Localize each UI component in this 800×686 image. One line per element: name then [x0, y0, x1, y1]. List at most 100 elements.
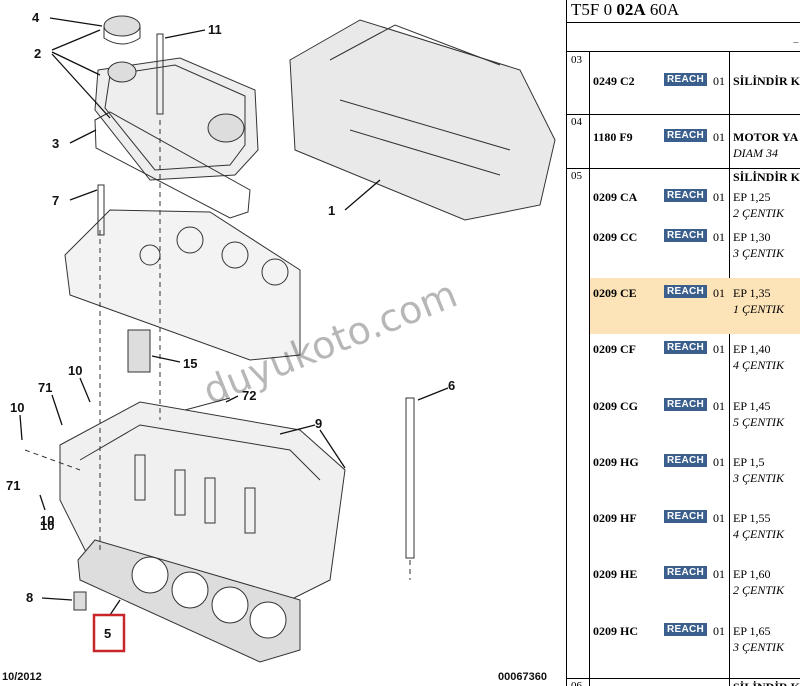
- part-row[interactable]: 0209 HF REACH 01 EP 1,55 4 ÇENTIK: [590, 509, 800, 549]
- part-description: EP 1,60: [733, 567, 771, 581]
- part-code: 0209 HE: [593, 567, 638, 581]
- part-description: MOTOR YA: [733, 130, 799, 144]
- reference-prefix: T5F 0: [571, 0, 613, 19]
- reach-badge: REACH: [664, 229, 708, 242]
- callout-4: 4: [32, 10, 40, 25]
- part-quantity: 01: [713, 455, 725, 469]
- callout-11: 11: [208, 22, 222, 37]
- part-notches: DIAM 34: [733, 146, 778, 160]
- reach-badge: REACH: [664, 510, 708, 523]
- group-number: 06: [571, 680, 582, 686]
- reach-badge: REACH: [664, 73, 708, 86]
- callout-8: 8: [26, 590, 33, 605]
- reference-bold: 02A: [616, 0, 646, 19]
- column-divider: [729, 52, 730, 114]
- part-quantity: 01: [713, 190, 725, 204]
- callout-10-c: 10: [40, 513, 54, 528]
- part-notches: 4 ÇENTIK: [733, 527, 785, 541]
- part-description: SİLİNDİR K: [733, 74, 800, 88]
- part-quantity: 01: [713, 511, 725, 525]
- reach-badge: REACH: [664, 398, 708, 411]
- reach-badge: REACH: [664, 189, 708, 202]
- part-description: EP 1,30: [733, 230, 771, 244]
- part-quantity: 01: [713, 399, 725, 413]
- column-divider: [729, 114, 730, 168]
- part-description: EP 1,65: [733, 624, 771, 638]
- reach-badge: REACH: [664, 285, 708, 298]
- part-notches: 2 ÇENTIK: [733, 583, 785, 597]
- part-row[interactable]: 0209 CF REACH 01 EP 1,40 4 ÇENTIK: [590, 340, 800, 380]
- reference-header: T5F 0 02A 60A: [567, 0, 800, 23]
- callout-6: 6: [448, 378, 455, 393]
- callout-9: 9: [315, 416, 322, 431]
- part-row[interactable]: 0209 CE REACH 01 EP 1,35 1 ÇENTIK: [590, 278, 800, 334]
- reach-badge: REACH: [664, 566, 708, 579]
- part-notches: 3 ÇENTIK: [733, 640, 785, 654]
- part-quantity: 01: [713, 230, 725, 244]
- reach-badge: REACH: [664, 454, 708, 467]
- part-code: 0249 C2: [593, 74, 635, 88]
- column-divider: [729, 678, 730, 686]
- part-row[interactable]: SİLİNDİR K: [590, 678, 800, 686]
- exploded-engine-diagram: 4 2 11 3 7 1 15 10 71 72 6 10 9 10 71 10…: [2, 10, 556, 683]
- part-code: 0209 HF: [593, 511, 637, 525]
- group-number: 03: [571, 54, 582, 66]
- parts-group-03: 03 0249 C2 REACH 01 SİLİNDİR K: [567, 52, 800, 115]
- part-description: SİLİNDİR K: [733, 680, 800, 686]
- callout-72: 72: [242, 388, 256, 403]
- callout-10-d: 10: [40, 518, 54, 533]
- callout-5: 5: [104, 626, 111, 641]
- callout-71-b: 71: [6, 478, 20, 493]
- part-code: 0209 CC: [593, 230, 638, 244]
- group-title: SİLİNDİR K: [733, 170, 800, 184]
- part-quantity: 01: [713, 567, 725, 581]
- part-quantity: 01: [713, 74, 725, 88]
- part-code: 0209 CG: [593, 399, 638, 413]
- part-description: EP 1,35: [733, 286, 771, 300]
- part-row[interactable]: 0249 C2 REACH 01 SİLİNDİR K: [590, 72, 800, 112]
- callout-2: 2: [34, 46, 41, 61]
- part-description: EP 1,45: [733, 399, 771, 413]
- header-mark: −: [792, 37, 799, 49]
- reach-badge: REACH: [664, 623, 708, 636]
- part-quantity: 01: [713, 130, 725, 144]
- group-number: 05: [571, 170, 582, 182]
- diagram-date: 10/2012: [2, 671, 42, 683]
- part-notches: 3 ÇENTIK: [733, 471, 785, 485]
- column-divider: [589, 114, 590, 168]
- column-divider: [589, 168, 590, 678]
- callout-15: 15: [183, 356, 197, 371]
- callout-10-a: 10: [68, 363, 82, 378]
- parts-group-04: 04 1180 F9 REACH 01 MOTOR YA DIAM 34: [567, 114, 800, 169]
- callout-1: 1: [328, 203, 335, 218]
- callout-10-b: 10: [10, 400, 24, 415]
- group-number: 04: [571, 116, 582, 128]
- column-divider: [589, 52, 590, 114]
- part-row[interactable]: 1180 F9 REACH 01 MOTOR YA DIAM 34: [590, 128, 800, 168]
- part-notches: 4 ÇENTIK: [733, 358, 785, 372]
- reach-badge: REACH: [664, 129, 708, 142]
- part-notches: 1 ÇENTIK: [733, 302, 785, 316]
- part-code: 0209 HC: [593, 624, 638, 638]
- part-code: 0209 CE: [593, 286, 637, 300]
- part-quantity: 01: [713, 286, 725, 300]
- part-code: 0209 CF: [593, 342, 636, 356]
- part-code: 1180 F9: [593, 130, 633, 144]
- diagram-number: 00067360: [498, 671, 547, 683]
- part-row[interactable]: 0209 HE REACH 01 EP 1,60 2 ÇENTIK: [590, 565, 800, 605]
- part-description: EP 1,55: [733, 511, 771, 525]
- part-code: 0209 HG: [593, 455, 639, 469]
- part-description: EP 1,40: [733, 342, 771, 356]
- part-code: 0209 CA: [593, 190, 638, 204]
- part-quantity: 01: [713, 342, 725, 356]
- column-divider: [729, 168, 730, 678]
- reach-badge: REACH: [664, 341, 708, 354]
- column-divider: [589, 678, 590, 686]
